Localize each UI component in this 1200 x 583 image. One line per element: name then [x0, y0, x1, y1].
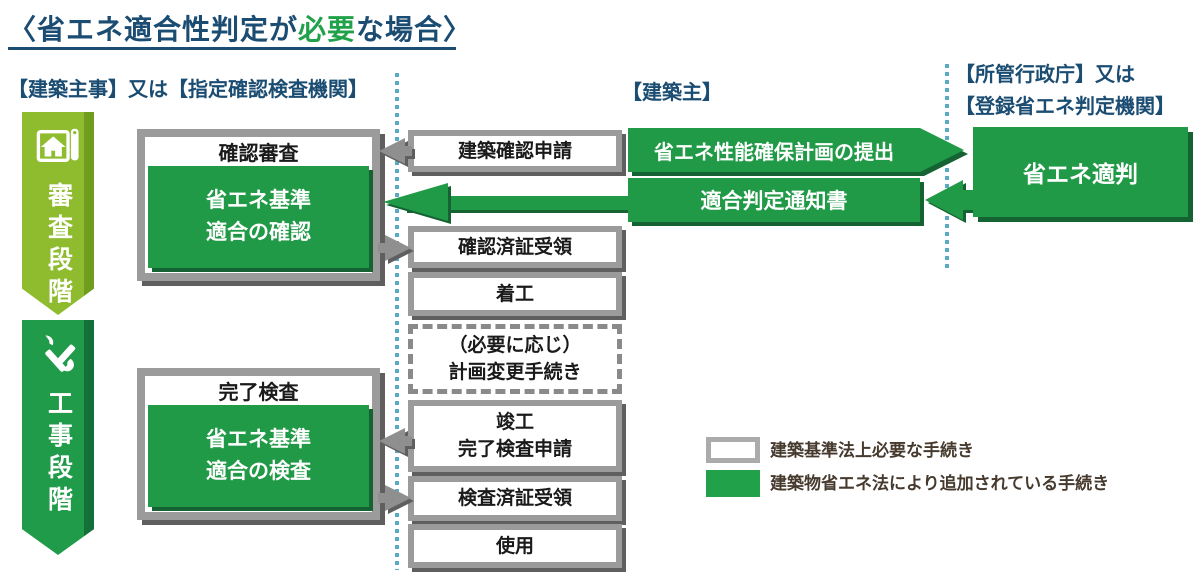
step-construction-start: 着工	[408, 272, 622, 316]
arrow-notice-text: 適合判定通知書	[700, 190, 848, 213]
title-suffix: な場合〉	[356, 14, 473, 45]
inspection-box-green: 省エネ基準 適合の検査	[148, 405, 369, 507]
page-title: 〈省エネ適合性判定が必要な場合〉	[8, 8, 472, 48]
header-authority-line1: 【所管行政庁】又は	[955, 64, 1135, 86]
stage-review-label: 審査段階	[44, 182, 73, 310]
separator-dotted-right	[945, 64, 949, 268]
review-box-line1: 省エネ基準	[206, 189, 311, 212]
stage-construction-label: 工事段階	[44, 390, 73, 518]
step-building-confirmation: 建築確認申請	[408, 130, 622, 172]
inspection-box-header: 完了検査	[218, 382, 299, 404]
inspection-box: 完了検査 省エネ基準 適合の検査	[137, 368, 380, 520]
tools-icon	[45, 335, 76, 372]
review-box-green: 省エネ基準 適合の確認	[148, 166, 369, 268]
header-examiner: 【建築主事】又は【指定確認検査機関】	[8, 79, 368, 101]
step-label: 確認済証受領	[457, 236, 572, 258]
gray-arrow-left-bottom-icon	[379, 428, 415, 457]
gray-arrow-left-top-icon	[379, 138, 415, 167]
title-underline	[8, 47, 456, 50]
step-inspection-certificate: 検査済証受領	[408, 476, 622, 521]
arrow-notice-head-right-icon	[925, 180, 977, 223]
inspection-box-line2: 適合の検査	[206, 460, 311, 483]
review-box: 確認審査 省エネ基準 適合の確認	[137, 129, 380, 281]
header-owner: 【建築主】	[622, 82, 722, 104]
legend-swatch-required	[706, 437, 760, 463]
step-label: 着工	[495, 283, 534, 305]
step-label-line1: （必要に応じ）	[448, 335, 582, 356]
header-authority-line2: 【登録省エネ判定機関】	[955, 96, 1175, 118]
separator-dotted-left	[395, 73, 399, 570]
arrow-notice-label: 適合判定通知書	[628, 178, 920, 222]
review-box-header: 確認審査	[218, 143, 299, 165]
stage-review-ribbon: 審査段階	[22, 112, 94, 315]
legend-label-added: 建築物省エネ法により追加されている手続き	[770, 474, 1110, 493]
step-label: 建築確認申請	[457, 140, 572, 162]
step-label-line1: 竣工	[495, 412, 534, 433]
step-label-line2: 計画変更手続き	[448, 362, 582, 383]
title-prefix: 〈省エネ適合性判定が	[8, 14, 299, 45]
gray-arrow-right-bottom-icon	[378, 485, 414, 514]
arrow-submission-text: 省エネ性能確保計画の提出	[654, 141, 894, 164]
step-use: 使用	[408, 524, 622, 568]
step-label-line2: 完了検査申請	[457, 439, 572, 460]
legend-swatch-added	[706, 470, 760, 497]
legend-label-required: 建築基準法上必要な手続き	[770, 441, 974, 460]
review-box-line2: 適合の確認	[206, 221, 311, 244]
arrow-submission-label: 省エネ性能確保計画の提出	[628, 128, 920, 172]
step-completion: 竣工 完了検査申請	[408, 400, 622, 472]
judgment-box: 省エネ適判	[973, 127, 1188, 217]
gray-arrow-right-top-icon	[378, 235, 414, 264]
judgment-box-text: 省エネ適判	[1023, 161, 1138, 187]
arrow-notice-shaft	[404, 196, 634, 210]
arrow-submission-head-icon	[920, 128, 968, 176]
step-label: 検査済証受領	[457, 488, 572, 509]
title-highlight: 必要	[298, 14, 357, 45]
step-confirmation-certificate: 確認済証受領	[408, 226, 622, 268]
arrow-notice-head-left-icon	[383, 183, 451, 224]
step-label: 使用	[495, 535, 534, 557]
step-plan-change: （必要に応じ） 計画変更手続き	[408, 324, 622, 394]
inspection-box-line1: 省エネ基準	[206, 428, 311, 451]
house-plan-icon	[36, 128, 79, 163]
stage-construction-ribbon: 工事段階	[22, 320, 94, 555]
